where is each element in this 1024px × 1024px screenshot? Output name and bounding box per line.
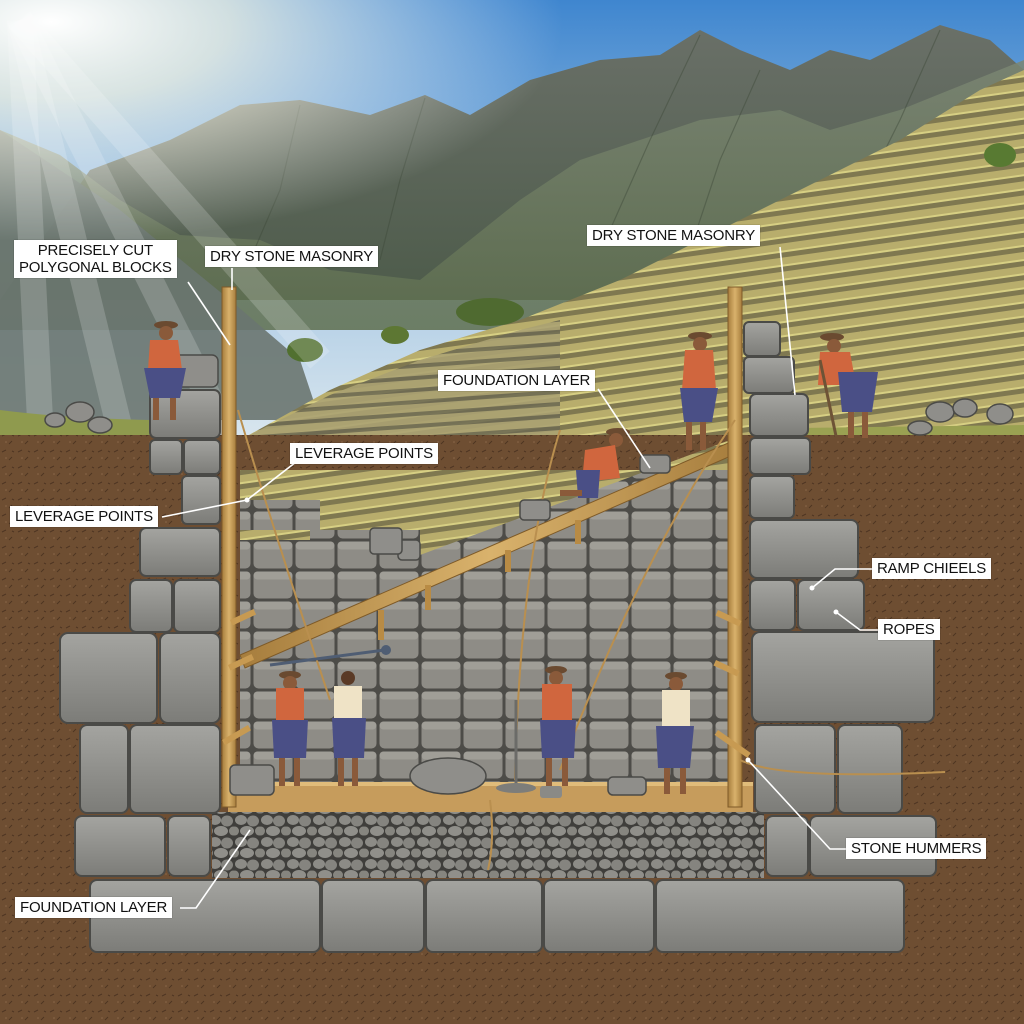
lever-braces <box>222 609 751 758</box>
workers <box>144 321 878 798</box>
stone-hammer-stand <box>496 700 562 798</box>
label-foundation-layer-bottom: FOUNDATION LAYER <box>15 897 173 918</box>
grass-left <box>0 410 150 440</box>
label-stone-hummers: STONE HUMMERS <box>846 838 987 859</box>
worker-top-right-post <box>680 332 718 450</box>
worker-bottom-3 <box>540 666 576 786</box>
ramp-supports <box>378 520 581 640</box>
label-leverage-points-top: LEVERAGE POINTS <box>290 443 438 464</box>
sun-rays <box>7 11 330 434</box>
loose-stones <box>44 354 1014 796</box>
label-ramp-chieels: RAMP CHIEELS <box>872 558 992 579</box>
lever-bar <box>269 645 391 667</box>
wall-steps <box>240 500 320 530</box>
label-dry-stone-masonry-left: DRY STONE MASONRY <box>205 246 379 267</box>
label-foundation-layer-top: FOUNDATION LAYER <box>438 370 596 391</box>
worker-far-right <box>818 333 878 438</box>
label-precisely-cut-polygonal-blocks: PRECISELY CUT POLYGONAL BLOCKS <box>14 240 177 278</box>
bottom-foundation-blocks <box>89 879 905 953</box>
worker-bottom-1 <box>272 671 308 786</box>
worker-bottom-2 <box>332 671 366 786</box>
worker-top-left <box>144 321 186 420</box>
label-dry-stone-masonry-right: DRY STONE MASONRY <box>587 225 761 246</box>
scaffold-post-right <box>727 286 743 808</box>
worker-bottom-4 <box>656 672 694 794</box>
scaffold-post-left <box>221 286 237 808</box>
label-ropes: ROPES <box>878 619 940 640</box>
label-leverage-points-left: LEVERAGE POINTS <box>10 506 158 527</box>
ramp-gap <box>240 440 730 555</box>
